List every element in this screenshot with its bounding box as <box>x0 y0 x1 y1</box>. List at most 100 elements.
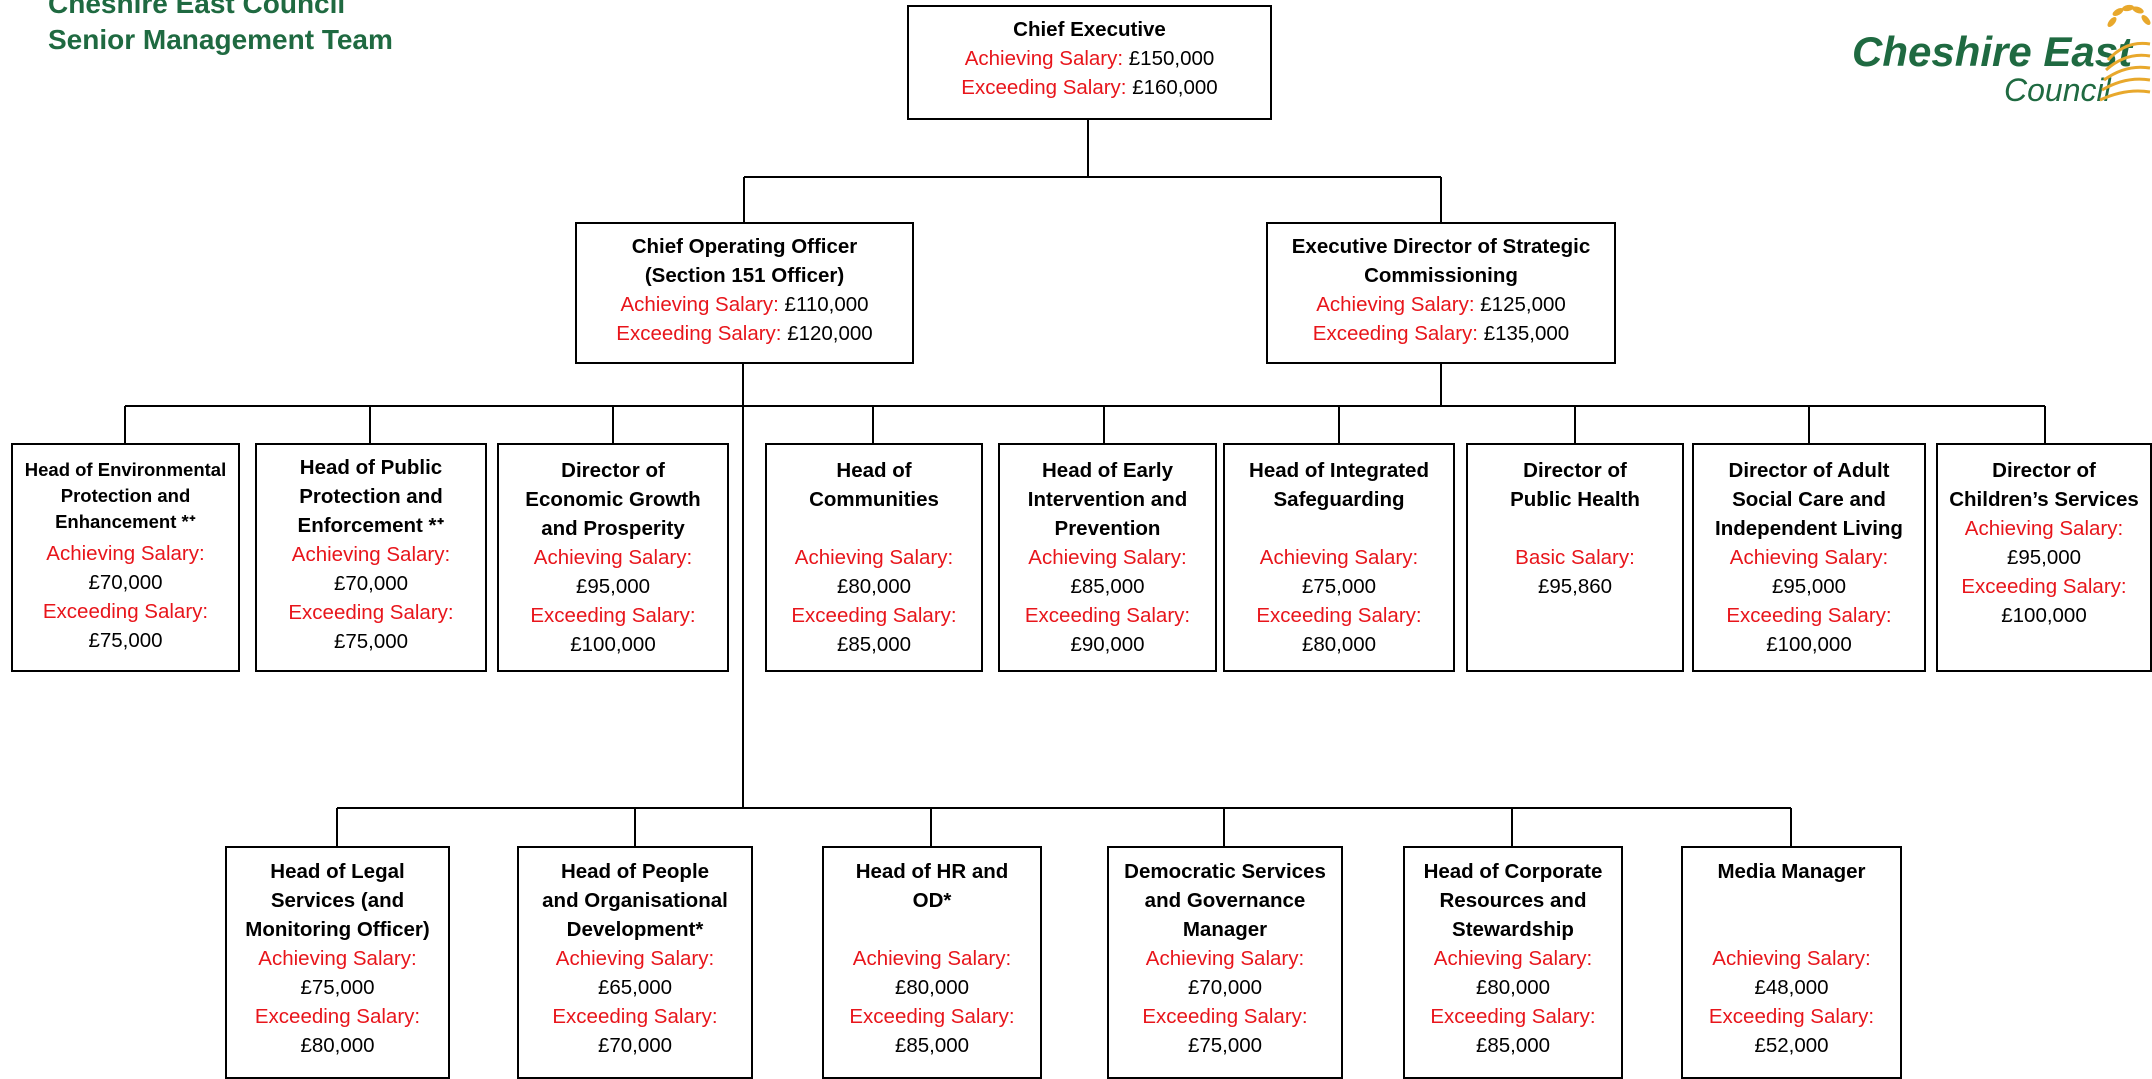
achieving-salary-value: £70,000 <box>88 571 163 594</box>
node-title: Stewardship <box>1452 918 1574 941</box>
node-title: Enhancement *ᐩ <box>55 511 196 532</box>
basic-salary-value: £95,860 <box>1537 575 1613 598</box>
exceeding-salary-value: £75,000 <box>88 629 163 652</box>
exceeding-salary-label: Exceeding Salary: <box>791 604 957 627</box>
node-title: Economic Growth <box>525 488 701 511</box>
node-title: Services (and <box>270 889 405 912</box>
node-title: Enforcement *ᐩ <box>297 514 445 537</box>
node-media-manager: Media Manager Achieving Salary: £48,000 … <box>1681 846 1902 1079</box>
node-title: Director of <box>1523 459 1627 482</box>
node-title: Head of People <box>560 860 710 883</box>
achieving-salary-label: Achieving Salary: <box>1028 546 1187 569</box>
achieving-salary-label: Achieving Salary: <box>258 947 417 970</box>
node-executive-director-strategic-commissioning: Executive Director of Strategic Commissi… <box>1266 222 1616 364</box>
org-chart-header: Cheshire East Council Senior Management … <box>48 0 393 58</box>
node-title: Chief Operating Officer <box>631 235 858 258</box>
achieving-salary-label: Achieving Salary: <box>1433 947 1593 970</box>
node-head-public-protection: Head of Public Protection and Enforcemen… <box>255 443 487 672</box>
node-title: Intervention and <box>1027 488 1188 511</box>
node-title: Monitoring Officer) <box>245 918 430 941</box>
header-team-name: Senior Management Team <box>48 24 393 55</box>
exceeding-salary-label: Exceeding Salary: <box>1726 604 1892 627</box>
achieving-salary-label: Achieving Salary: <box>794 546 954 569</box>
node-chief-executive: Chief Executive Achieving Salary: £150,0… <box>907 5 1272 120</box>
node-head-hr-od: Head of HR and OD* Achieving Salary: £80… <box>822 846 1042 1079</box>
exceeding-salary-value: £90,000 <box>1070 633 1145 656</box>
achieving-salary-value: £75,000 <box>1301 575 1377 598</box>
node-head-people-organisational-development: Head of People and Organisational Develo… <box>517 846 753 1079</box>
achieving-salary-value: £85,000 <box>1070 575 1145 598</box>
exceeding-salary-label: Exceeding Salary: <box>552 1005 718 1028</box>
node-head-environmental-protection: Head of Environmental Protection and Enh… <box>11 443 240 672</box>
exceeding-salary-value: £52,000 <box>1754 1034 1829 1057</box>
node-head-integrated-safeguarding: Head of Integrated Safeguarding Achievin… <box>1223 443 1455 672</box>
node-head-early-intervention: Head of Early Intervention and Preventio… <box>998 443 1217 672</box>
cheshire-east-logo: Cheshire East Council <box>1848 0 2152 112</box>
node-title: Social Care and <box>1732 488 1886 511</box>
node-title: and Prosperity <box>541 517 685 540</box>
node-chief-operating-officer: Chief Operating Officer (Section 151 Off… <box>575 222 914 364</box>
achieving-salary-label: Achieving Salary: <box>291 543 451 566</box>
node-title: Prevention <box>1054 517 1161 540</box>
exceeding-salary-label: Exceeding Salary: <box>1961 575 2127 598</box>
exceeding-salary-value: £100,000 <box>2001 604 2087 627</box>
node-title: Head of Integrated <box>1249 459 1429 482</box>
exceeding-salary-label: Exceeding Salary: <box>1312 322 1478 345</box>
exceeding-salary-label: Exceeding Salary: <box>616 322 782 345</box>
exceeding-salary-label: Exceeding Salary: <box>288 601 454 624</box>
exceeding-salary-label: Exceeding Salary: <box>1430 1005 1596 1028</box>
achieving-salary-label: Achieving Salary: <box>1729 546 1889 569</box>
node-director-public-health: Director of Public Health Basic Salary: … <box>1466 443 1684 672</box>
achieving-salary-label: Achieving Salary: <box>964 47 1124 70</box>
node-director-economic-growth: Director of Economic Growth and Prosperi… <box>497 443 729 672</box>
node-title: Director of <box>1992 459 2096 482</box>
node-title: Head of <box>836 459 912 482</box>
achieving-salary-label: Achieving Salary: <box>1259 546 1419 569</box>
exceeding-salary-value: £85,000 <box>836 633 912 656</box>
achieving-salary-label: Achieving Salary: <box>1145 947 1305 970</box>
node-title: Safeguarding <box>1273 488 1405 511</box>
node-title: Democratic Services <box>1124 860 1326 883</box>
achieving-salary-label: Achieving Salary: <box>533 546 693 569</box>
achieving-salary-value: £110,000 <box>784 293 869 316</box>
achieving-salary-value: £80,000 <box>836 575 912 598</box>
exceeding-salary-value: £70,000 <box>597 1034 673 1057</box>
node-title: Communities <box>809 488 939 511</box>
node-title: Director of <box>561 459 665 482</box>
achieving-salary-value: £95,000 <box>2006 546 2082 569</box>
exceeding-salary-value: £160,000 <box>1132 76 1218 99</box>
achieving-salary-label: Achieving Salary: <box>1964 517 2124 540</box>
node-title: OD* <box>912 889 952 912</box>
achieving-salary-label: Achieving Salary: <box>1712 947 1871 970</box>
node-title: Director of Adult <box>1728 459 1890 482</box>
exceeding-salary-label: Exceeding Salary: <box>530 604 696 627</box>
achieving-salary-label: Achieving Salary: <box>46 542 205 565</box>
node-head-legal-services: Head of Legal Services (and Monitoring O… <box>225 846 450 1079</box>
node-democratic-services-manager: Democratic Services and Governance Manag… <box>1107 846 1343 1079</box>
node-title: Head of Public <box>299 456 443 479</box>
exceeding-salary-label: Exceeding Salary: <box>1708 1005 1875 1028</box>
exceeding-salary-label: Exceeding Salary: <box>849 1005 1015 1028</box>
node-title: and Governance <box>1144 889 1306 912</box>
achieving-salary-value: £95,000 <box>575 575 651 598</box>
exceeding-salary-value: £135,000 <box>1483 322 1570 345</box>
achieving-salary-value: £80,000 <box>1475 976 1551 999</box>
achieving-salary-value: £65,000 <box>597 976 673 999</box>
achieving-salary-value: £75,000 <box>300 976 375 999</box>
achieving-salary-label: Achieving Salary: <box>555 947 715 970</box>
node-title: Head of Environmental <box>24 459 227 480</box>
node-title: Media Manager <box>1717 860 1866 883</box>
achieving-salary-value: £70,000 <box>1187 976 1263 999</box>
logo-text-sub: Council <box>2004 72 2111 108</box>
achieving-salary-label: Achieving Salary: <box>1316 293 1475 316</box>
achieving-salary-value: £125,000 <box>1480 293 1566 316</box>
node-title: Public Health <box>1510 488 1640 511</box>
node-title: Development* <box>566 918 704 941</box>
exceeding-salary-value: £100,000 <box>570 633 656 656</box>
node-title: and Organisational <box>542 889 728 912</box>
exceeding-salary-label: Exceeding Salary: <box>1024 604 1191 627</box>
node-director-childrens-services: Director of Children’s Services Achievin… <box>1936 443 2152 672</box>
exceeding-salary-value: £120,000 <box>787 322 873 345</box>
achieving-salary-label: Achieving Salary: <box>852 947 1012 970</box>
